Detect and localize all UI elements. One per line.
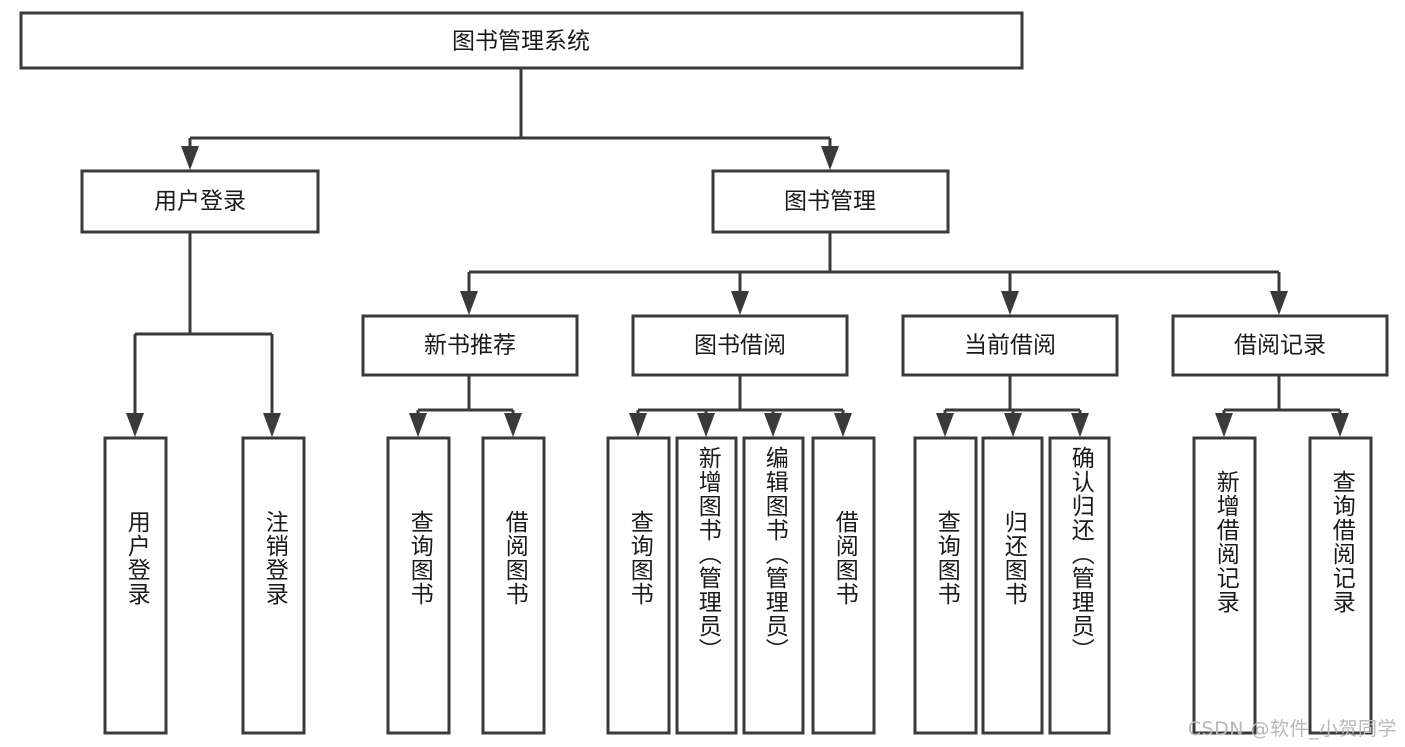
arrow-to-leaf-borrow-book-1 bbox=[504, 413, 522, 437]
arrow-to-current-borrow bbox=[1001, 291, 1019, 315]
arrow-to-leaf-confirm-return bbox=[1071, 413, 1089, 437]
node-root-label: 图书管理系统 bbox=[452, 29, 590, 55]
edges-user-login-to-leaves bbox=[126, 232, 281, 437]
arrow-to-leaf-query-record bbox=[1331, 413, 1349, 437]
arrow-to-new-book-rec bbox=[460, 291, 478, 315]
node-current-borrow-box[interactable] bbox=[901, 314, 1119, 377]
edges-book-borrow-to-leaves bbox=[629, 375, 852, 437]
arrow-to-leaf-user-logout bbox=[263, 413, 281, 437]
node-new-book-rec-box[interactable] bbox=[361, 314, 579, 377]
node-borrow-record-box[interactable] bbox=[1171, 314, 1389, 377]
csdn-watermark: CSDN @软件_小贺同学 bbox=[1187, 718, 1397, 740]
node-current-borrow-label: 当前借阅 bbox=[964, 333, 1056, 359]
arrow-to-leaf-add-book bbox=[697, 413, 715, 437]
node-borrow-record[interactable]: 借阅记录 bbox=[1171, 314, 1389, 377]
edges-new-book-rec-to-leaves bbox=[409, 375, 522, 437]
node-leaf-confirm-return-box[interactable] bbox=[1048, 436, 1111, 735]
node-leaf-return-book-box[interactable] bbox=[981, 436, 1044, 735]
node-book-manage[interactable]: 图书管理 bbox=[711, 169, 950, 234]
node-new-book-rec-label: 新书推荐 bbox=[424, 333, 516, 359]
node-leaf-borrow-book-1-box[interactable] bbox=[481, 436, 546, 735]
arrow-to-leaf-return-book bbox=[1004, 413, 1022, 437]
node-user-login-label: 用户登录 bbox=[154, 189, 246, 215]
node-leaf-query-book-2-box[interactable] bbox=[606, 436, 671, 735]
arrow-to-leaf-user-login bbox=[126, 413, 144, 437]
node-user-login[interactable]: 用户登录 bbox=[80, 169, 320, 234]
edges-current-borrow-to-leaves bbox=[936, 375, 1089, 437]
leaf-boxes bbox=[103, 436, 1373, 735]
arrow-to-book-borrow bbox=[731, 291, 749, 315]
arrow-to-borrow-record bbox=[1270, 291, 1288, 315]
edges-root-to-level2 bbox=[181, 68, 839, 170]
node-leaf-query-record-box[interactable] bbox=[1308, 436, 1373, 735]
edges-book-manage-to-level3 bbox=[460, 232, 1288, 315]
node-book-manage-label: 图书管理 bbox=[784, 189, 876, 215]
arrow-to-leaf-borrow-book-2 bbox=[834, 413, 852, 437]
node-book-borrow[interactable]: 图书借阅 bbox=[631, 314, 849, 377]
node-leaf-add-record-box[interactable] bbox=[1192, 436, 1257, 735]
arrow-to-leaf-query-book-1 bbox=[409, 413, 427, 437]
node-root-box[interactable] bbox=[19, 11, 1024, 70]
node-root[interactable]: 图书管理系统 bbox=[19, 11, 1024, 70]
arrow-to-leaf-query-book-3 bbox=[936, 413, 954, 437]
node-leaf-query-book-1-box[interactable] bbox=[386, 436, 451, 735]
arrow-to-book-manage bbox=[821, 146, 839, 170]
node-leaf-add-book-box[interactable] bbox=[675, 436, 738, 735]
arrow-to-user-login bbox=[181, 146, 199, 170]
arrow-to-leaf-edit-book bbox=[764, 413, 782, 437]
arrow-to-leaf-query-book-2 bbox=[629, 413, 647, 437]
node-leaf-user-logout-box[interactable] bbox=[241, 436, 306, 735]
node-leaf-user-login-box[interactable] bbox=[103, 436, 168, 735]
arrow-to-leaf-add-record bbox=[1215, 413, 1233, 437]
node-new-book-rec[interactable]: 新书推荐 bbox=[361, 314, 579, 377]
node-current-borrow[interactable]: 当前借阅 bbox=[901, 314, 1119, 377]
node-book-borrow-box[interactable] bbox=[631, 314, 849, 377]
node-borrow-record-label: 借阅记录 bbox=[1234, 333, 1326, 359]
node-leaf-query-book-3-box[interactable] bbox=[913, 436, 978, 735]
node-leaf-edit-book-box[interactable] bbox=[742, 436, 805, 735]
node-book-manage-box[interactable] bbox=[711, 169, 950, 234]
node-leaf-borrow-book-2-box[interactable] bbox=[811, 436, 876, 735]
node-user-login-box[interactable] bbox=[80, 169, 320, 234]
node-book-borrow-label: 图书借阅 bbox=[694, 333, 786, 359]
edges-borrow-record-to-leaves bbox=[1215, 375, 1349, 437]
